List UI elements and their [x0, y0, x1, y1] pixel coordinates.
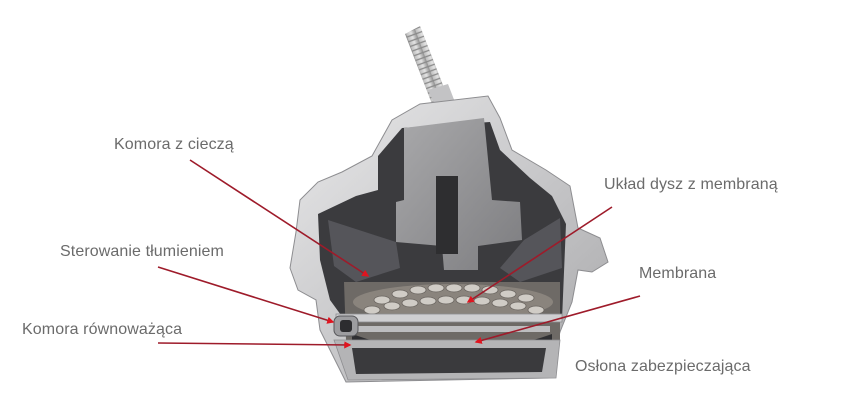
label-nozzle-system: Układ dysz z membraną [604, 176, 778, 193]
arrow-liquid-chamber [189, 159, 370, 277]
nozzle-plate [335, 283, 563, 332]
label-damping-control: Sterowanie tłumieniem [60, 243, 224, 260]
label-balancing-chamber: Komora równoważąca [22, 321, 183, 338]
housing [289, 95, 609, 383]
label-liquid-chamber: Komora z cieczą [114, 136, 234, 153]
label-protective-cover: Osłona zabezpieczająca [575, 358, 751, 375]
arrow-balancing-chamber [157, 341, 352, 349]
annotation-arrows [157, 159, 641, 349]
arrow-membrane [474, 295, 641, 344]
arrow-nozzle-system [466, 206, 613, 303]
label-membrane: Membrana [639, 265, 717, 282]
arrow-damping-control [157, 266, 335, 324]
